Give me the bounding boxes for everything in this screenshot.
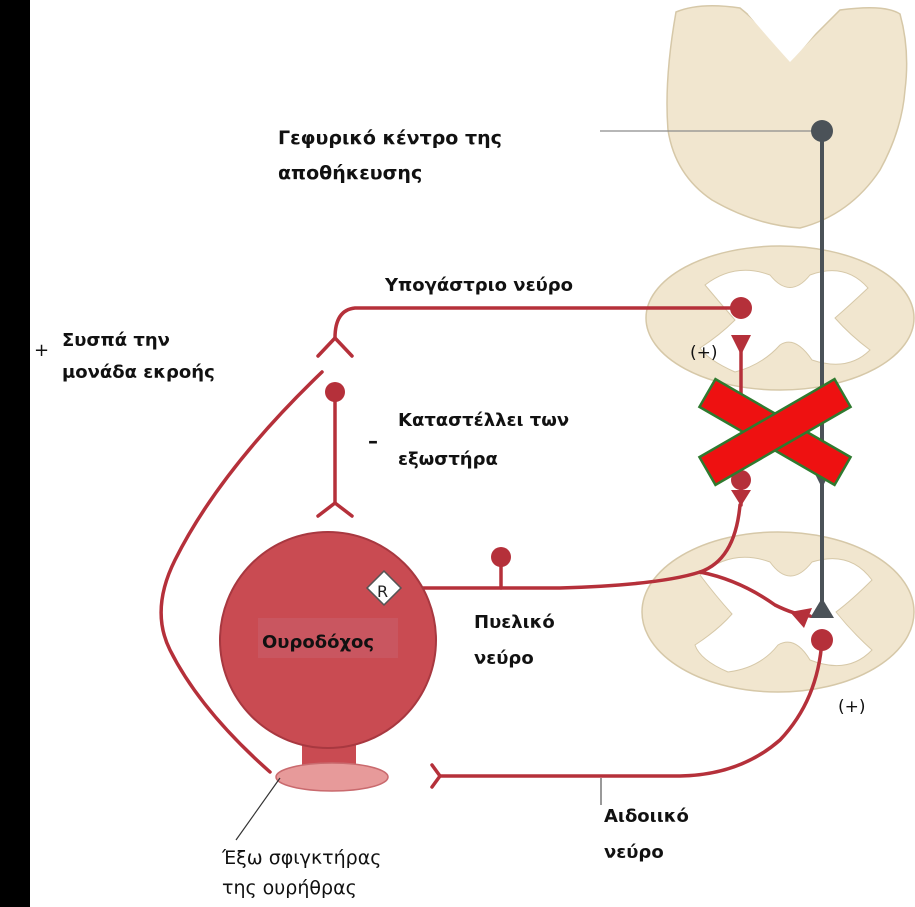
- spinal-section-sacral: [642, 532, 914, 692]
- pelvic-label-2: νεύρο: [474, 648, 534, 669]
- bladder-label: Ουροδόχος: [262, 632, 374, 653]
- sphincter-label-2: της ουρήθρας: [222, 877, 357, 899]
- excitatory-label-upper: (+): [690, 343, 718, 363]
- plus-sign: +: [34, 340, 49, 361]
- pudendal-label-1: Αιδοιικό: [604, 806, 689, 827]
- inhibitory-soma: [325, 382, 345, 402]
- pudendal-soma: [811, 629, 833, 651]
- inhibits-label-2: εξωστήρα: [398, 449, 498, 470]
- minus-sign: –: [368, 429, 378, 453]
- external-sphincter: [276, 763, 388, 791]
- inhibits-label-1: Καταστέλλει των: [398, 410, 569, 431]
- hypogastric-label: Υπογάστριο νεύρο: [384, 275, 573, 296]
- hypogastric-soma: [730, 297, 752, 319]
- pelvic-label-1: Πυελικό: [474, 612, 555, 633]
- excitatory-label-lower: (+): [838, 697, 866, 717]
- pelvic-ganglion-soma: [491, 547, 511, 567]
- contracts-label-2: μονάδα εκροής: [62, 362, 215, 383]
- pudendal-label-2: νεύρο: [604, 842, 664, 863]
- sphincter-label-1: Έξω σφιγκτήρας: [221, 847, 381, 869]
- pontine-center-label-2: αποθήκευσης: [278, 162, 422, 184]
- spinal-section-thoracolumbar: [646, 246, 914, 390]
- pontine-center-label-1: Γεφυρικό κέντρο της: [278, 127, 502, 149]
- receptor-label: R: [377, 582, 388, 601]
- contracts-label-1: Συσπά την: [62, 330, 170, 351]
